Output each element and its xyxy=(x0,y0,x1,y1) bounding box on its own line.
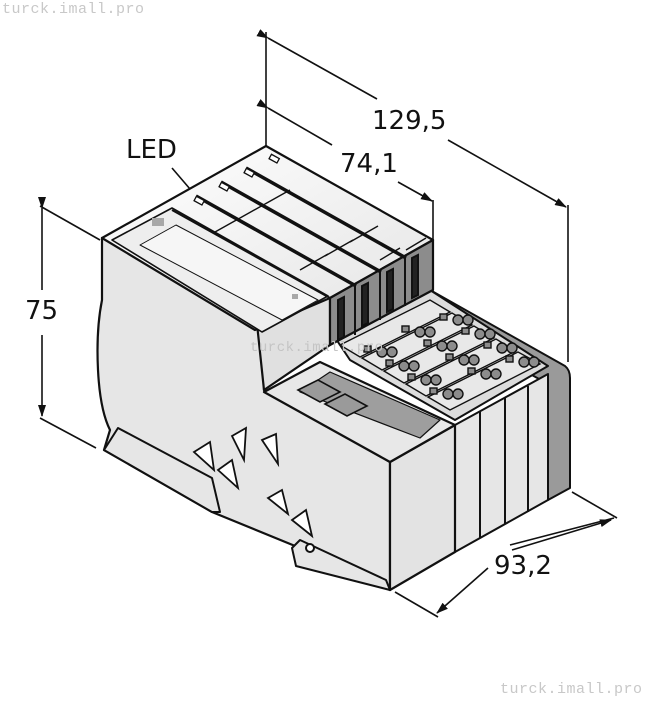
led-windows xyxy=(193,153,281,206)
dimension-lines xyxy=(38,29,618,618)
cover-mark xyxy=(292,294,298,299)
module-stripes xyxy=(171,166,407,299)
watermark-bottom: turck.imall.pro xyxy=(500,681,643,698)
watermark-top: turck.imall.pro xyxy=(2,1,145,18)
din-rail-foot xyxy=(103,427,391,591)
dimension-depth: 93,2 xyxy=(494,551,552,581)
dimension-overall-length: 129,5 xyxy=(372,106,447,136)
terminal-blocks xyxy=(338,299,542,411)
ethernet-ports xyxy=(296,379,369,417)
watermark-center: turck.imall.pro xyxy=(250,340,384,356)
plug-connectors xyxy=(337,253,419,342)
dimension-height: 75 xyxy=(25,296,59,326)
cover-mark xyxy=(152,218,164,226)
module-dividers xyxy=(214,189,427,271)
led-label: LED xyxy=(126,135,177,165)
dimension-gateway-length: 74,1 xyxy=(340,149,398,179)
side-arrows xyxy=(192,426,314,539)
